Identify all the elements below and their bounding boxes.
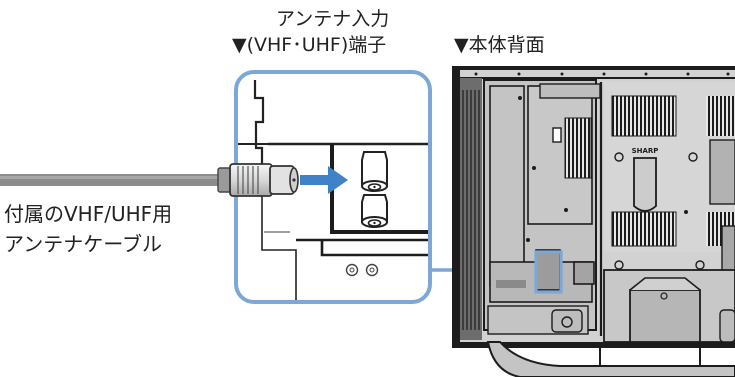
antenna-cable [0, 174, 226, 186]
terminal-title-line1: アンテナ入力 [276, 8, 390, 30]
brand-logo: SHARP [632, 147, 659, 155]
cable-plug [217, 163, 299, 197]
arrow-right-icon [300, 166, 348, 194]
tv-rear-panel: SHARP [452, 66, 735, 377]
antenna-terminal-icon [361, 151, 388, 228]
cable-label-line2: アンテナケーブル [4, 232, 162, 256]
terminal-title-line2: ▼(VHF･UHF)端子 [232, 34, 387, 56]
rear-view-title: ▼本体背面 [454, 34, 545, 56]
terminal-location-highlight [534, 250, 563, 294]
antenna-symbol-icon [345, 263, 379, 277]
cable-label-line1: 付属のVHF/UHF用 [4, 202, 173, 226]
